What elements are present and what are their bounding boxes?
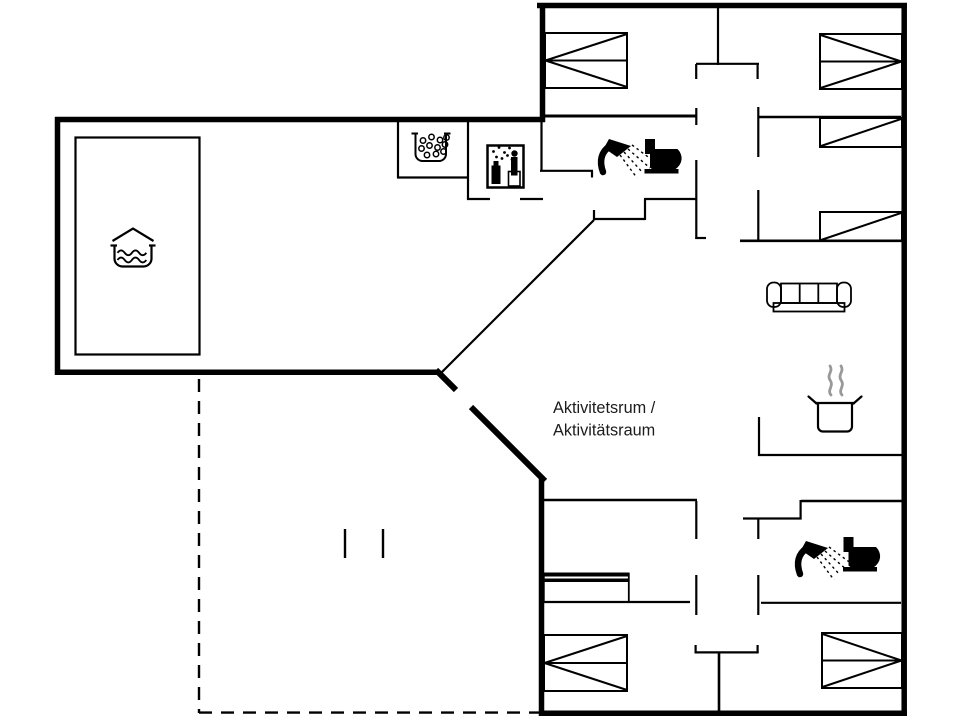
double-bed-icon <box>819 33 903 90</box>
sink-bubbles-icon <box>411 132 451 162</box>
diagonal-door-jamb <box>433 367 459 393</box>
diagonal-interior-wall <box>439 219 595 375</box>
terrace-dashed-outline <box>197 379 540 714</box>
activity-room-label-line1: Aktivitetsrum / <box>553 399 656 417</box>
single-bed-icon <box>819 211 903 242</box>
double-bed-icon <box>543 634 628 692</box>
toilet-icon <box>644 139 682 174</box>
steaming-pot-icon <box>807 364 863 433</box>
sauna-icon <box>486 144 525 189</box>
single-bed-icon <box>819 117 903 148</box>
toilet-icon <box>843 537 881 572</box>
pool-basin <box>74 136 201 356</box>
exterior-walls <box>54 2 907 716</box>
bunk-bed-icon <box>542 572 630 603</box>
diagonal-exterior-wall <box>468 404 548 484</box>
activity-room-label-line2: Aktivitätsraum <box>553 422 655 440</box>
sofa-icon <box>766 281 852 313</box>
terrace-opening-marks <box>343 529 385 558</box>
whirlpool-icon <box>110 227 156 268</box>
double-bed-icon <box>544 32 628 89</box>
activity-room-label: Aktivitetsrum / Aktivitätsraum <box>553 399 656 440</box>
double-bed-icon <box>821 632 903 689</box>
interior-walls <box>396 3 903 713</box>
